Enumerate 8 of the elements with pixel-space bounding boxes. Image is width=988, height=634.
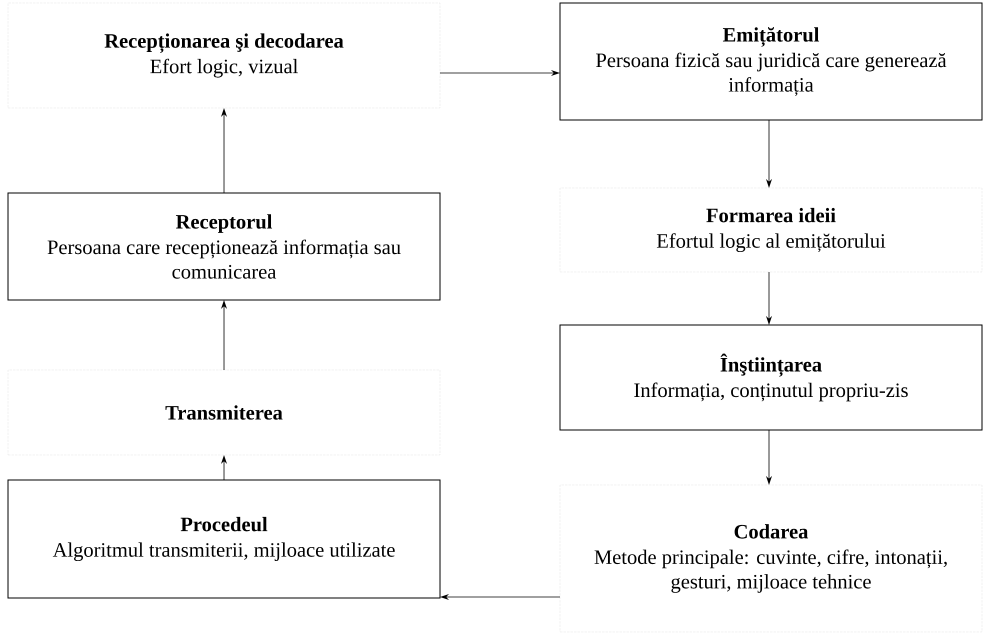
- process-box: Procedeul Algoritmul transmiterii, mijloace utilizate: [8, 479, 440, 598]
- process-box: Receptorul Persoana care recepționează informația sau comunicarea: [8, 192, 440, 300]
- process-box: Formarea ideii Efortul logic al emițătorului: [560, 188, 982, 272]
- process-box: Codarea Metode principale: cuvinte, cifre, intonații, gesturi, mijloace tehnice: [560, 484, 982, 632]
- process-box: Emițătorul Persoana fizică sau juridică care generează informația: [560, 2, 982, 120]
- process-box: Recepționarea şi decodarea Efort logic, vizual: [8, 2, 440, 108]
- process-box: Transmiterea: [8, 370, 440, 456]
- process-box: Înştiințarea Informația, conținutul propriu-zis: [560, 324, 982, 430]
